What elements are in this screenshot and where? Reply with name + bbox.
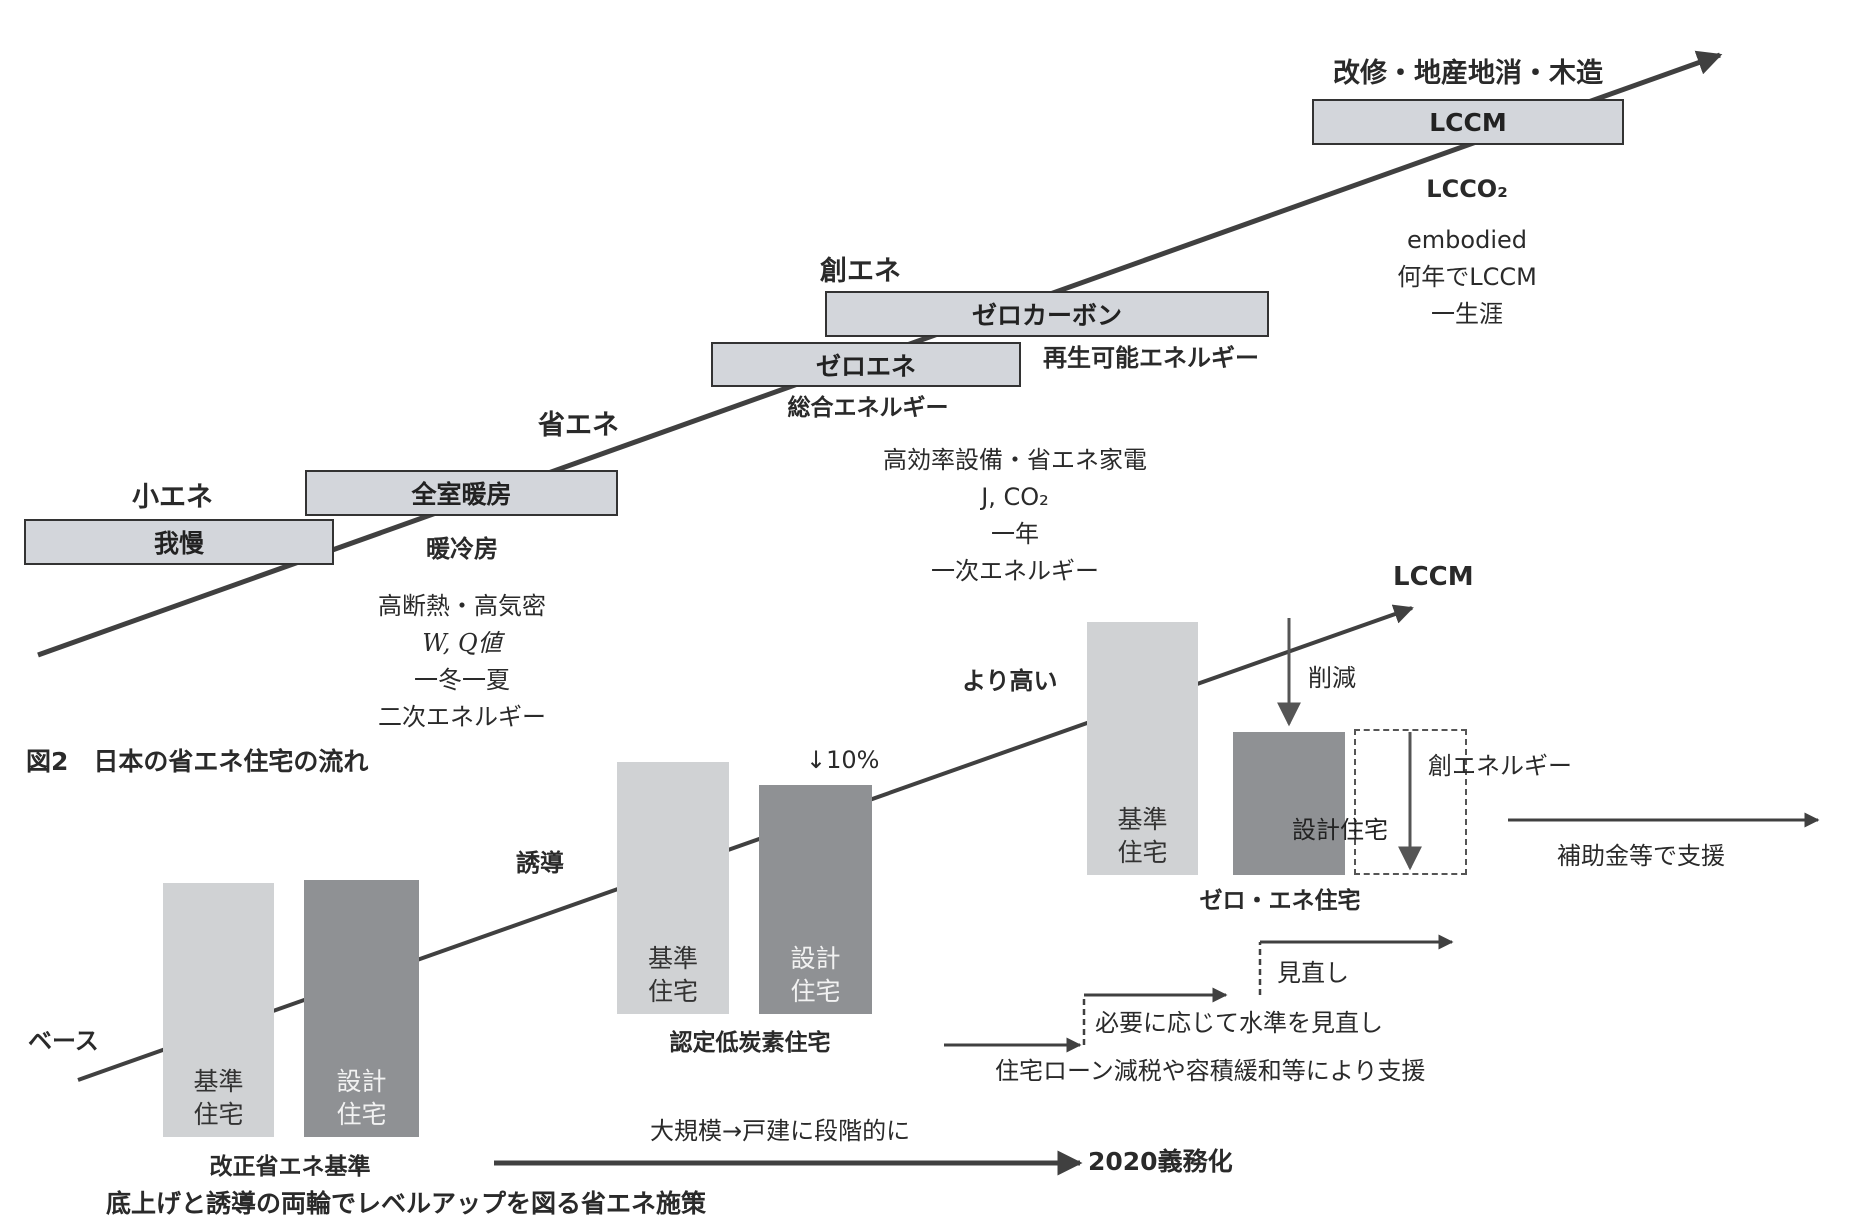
standard-house-label: 基準 住宅 bbox=[1117, 805, 1168, 867]
standard-house-label: 基準 住宅 bbox=[193, 1067, 244, 1129]
creation-energy-dashed-box bbox=[1354, 729, 1467, 875]
stage-box-lccm: LCCM bbox=[1312, 99, 1624, 145]
stage-box-full-heating: 全室暖房 bbox=[305, 470, 618, 516]
figure-caption: 図2 日本の省エネ住宅の流れ bbox=[26, 747, 369, 776]
standard-house-label: 基準 住宅 bbox=[647, 944, 698, 1006]
group-caption-zero-energy: ゼロ・エネ住宅 bbox=[1199, 888, 1361, 914]
stage-details-efficiency: 高効率設備・省エネ家電 J, CO₂ 一年 一次エネルギー bbox=[865, 442, 1165, 590]
standard-house-bar: 基準 住宅 bbox=[1087, 622, 1198, 875]
stage-box-zero-carbon: ゼロカーボン bbox=[825, 291, 1269, 337]
stage-details-lccm: embodied 何年でLCCM 一生涯 bbox=[1367, 222, 1567, 333]
stage-note-heating-cooling: 暖冷房 bbox=[426, 535, 498, 563]
stage-note-renewable: 再生可能エネルギー bbox=[1043, 344, 1259, 372]
stage-details-insulation: 高断熱・高気密 W, Q値 一冬一夏 二次エネルギー bbox=[342, 588, 582, 736]
stage-box-zero-energy: ゼロエネ bbox=[711, 342, 1021, 387]
design-house-bar: 設計 住宅 bbox=[759, 785, 872, 1014]
stage-heading-save-energy: 省エネ bbox=[538, 410, 619, 441]
step-label-review: 見直し bbox=[1277, 959, 1349, 987]
design-house-bar bbox=[1233, 732, 1345, 875]
detail-line: 一年 bbox=[991, 520, 1039, 548]
design-house-bar: 設計 住宅 bbox=[304, 880, 419, 1137]
stage-box-gaman: 我慢 bbox=[24, 519, 334, 565]
stage-note-lcco2: LCCO₂ bbox=[1426, 175, 1508, 203]
level-label-base: ベース bbox=[28, 1027, 99, 1055]
group-caption-low-carbon: 認定低炭素住宅 bbox=[669, 1030, 831, 1056]
detail-line: 何年でLCCM bbox=[1397, 263, 1537, 291]
phase-in-label: 大規模→戸建に段階的に bbox=[650, 1117, 911, 1145]
standard-house-bar: 基準 住宅 bbox=[617, 762, 729, 1014]
stage-heading-small-energy: 小エネ bbox=[132, 482, 213, 513]
diagram-subtitle: 底上げと誘導の両輪でレベルアップを図る省エネ施策 bbox=[106, 1189, 707, 1218]
design-house-label: 設計 住宅 bbox=[336, 1067, 387, 1129]
detail-line: embodied bbox=[1407, 226, 1527, 254]
support-subsidy-label: 補助金等で支援 bbox=[1557, 842, 1725, 870]
stage-heading-create-energy: 創エネ bbox=[820, 256, 901, 287]
detail-line: W, Q値 bbox=[422, 629, 502, 657]
stage-note-total-energy: 総合エネルギー bbox=[787, 395, 949, 421]
group-caption-revised-standard: 改正省エネ基準 bbox=[209, 1154, 371, 1180]
stage-heading-renovation: 改修・地産地消・木造 bbox=[1333, 58, 1603, 89]
lower-arrow-end-label: LCCM bbox=[1393, 562, 1474, 592]
reduction-10-percent: ↓10% bbox=[806, 746, 880, 774]
creation-energy-label: 創エネルギー bbox=[1428, 752, 1572, 780]
detail-line: 一冬一夏 bbox=[414, 666, 510, 694]
mandate-label: 2020義務化 bbox=[1088, 1147, 1233, 1176]
detail-line: 一生涯 bbox=[1431, 300, 1503, 328]
level-label-guidance: 誘導 bbox=[516, 849, 564, 877]
detail-line: 高効率設備・省エネ家電 bbox=[883, 446, 1147, 474]
detail-line: 一次エネルギー bbox=[931, 557, 1099, 585]
design-house-label: 設計 住宅 bbox=[790, 944, 841, 1006]
detail-line: 二次エネルギー bbox=[378, 703, 546, 731]
reduction-label: 削減 bbox=[1308, 664, 1356, 692]
design-house-label: 設計住宅 bbox=[1292, 816, 1388, 844]
support-loan-label: 住宅ローン減税や容積緩和等により支援 bbox=[995, 1057, 1426, 1085]
detail-line: 高断熱・高気密 bbox=[378, 592, 546, 620]
detail-line: J, CO₂ bbox=[981, 483, 1049, 511]
step-label-review-as-needed: 必要に応じて水準を見直し bbox=[1095, 1009, 1383, 1037]
level-label-higher: より高い bbox=[962, 667, 1058, 695]
standard-house-bar: 基準 住宅 bbox=[163, 883, 274, 1137]
